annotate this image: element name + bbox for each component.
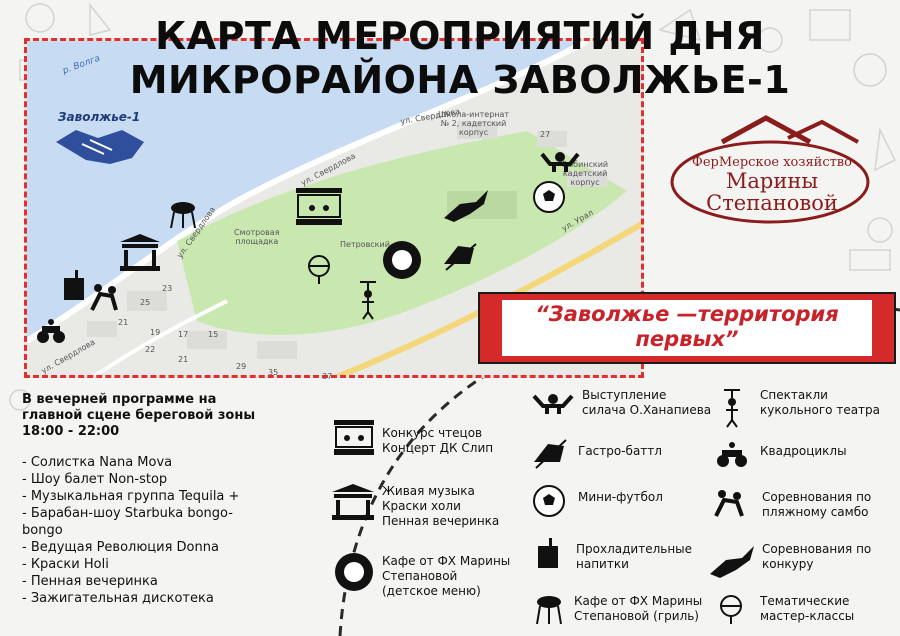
house-number: 22: [145, 345, 156, 354]
legend-strongman: Выступление силача О.Ханапиева: [582, 388, 712, 417]
legend-masterclass: Тематические мастер-классы: [760, 594, 855, 623]
house-number: 37: [322, 372, 333, 381]
cafe-plate-icon: [383, 241, 421, 279]
puppet-icon: [360, 281, 376, 320]
program-time: 18:00 - 22:00: [22, 424, 120, 439]
sambo-icon: [90, 284, 118, 311]
legend-stage-reading: Конкурс чтецов Концерт ДК Слип: [382, 426, 494, 455]
house-number: 27: [540, 130, 551, 139]
legend-cafe-kids: Кафе от ФХ Марины Степановой (детское ме…: [382, 554, 511, 598]
slogan-text: “Заволжье —территория первых”: [502, 300, 872, 356]
house-number: 21: [178, 355, 189, 364]
gastro-battle-icon: [444, 243, 477, 271]
horse-jump-icon: [710, 546, 754, 578]
legend-drinks: Прохладительные напитки: [576, 542, 693, 571]
list-item: - Краски Holi: [22, 557, 109, 572]
sambo-icon: [714, 490, 744, 517]
quad-icon: [717, 442, 747, 467]
house-number: 17: [178, 330, 189, 339]
house-number: 15: [208, 330, 219, 339]
stage-icon: [332, 484, 374, 520]
cafe-plate-icon: [335, 553, 373, 591]
house-number: 25: [140, 298, 151, 307]
house-number: 29: [236, 362, 247, 371]
stage-icon: [120, 234, 160, 271]
grill-icon: [170, 202, 196, 229]
list-item: - Шоу балет Non-stop: [22, 472, 168, 487]
evening-program: В вечерней программе на главной сцене бе…: [22, 392, 322, 607]
map-label-cadet-corps: Рыбинский кадетский корпус: [562, 160, 609, 187]
program-list: - Солистка Nana Mova - Шоу балет Non-sto…: [22, 454, 322, 607]
house-number: 21: [118, 318, 129, 327]
map-label-petrovsky: Петровский: [340, 240, 390, 249]
map-label-observation: Смотровая площадка: [234, 228, 280, 246]
drink-icon: [538, 538, 558, 568]
logo-line-2: Марины: [725, 169, 819, 193]
title-line-2: МИКРОРАЙОНА ЗАВОЛЖЬЕ-1: [129, 58, 791, 102]
horse-jump-icon: [444, 190, 488, 222]
gastro-battle-icon: [534, 439, 567, 469]
legend-football: Мини-футбол: [578, 490, 663, 504]
drink-icon: [64, 270, 84, 300]
legend-gastro: Гастро-баттл: [578, 444, 662, 458]
house-number: 23: [162, 284, 173, 293]
map-label-district: Заволжье-1: [58, 110, 141, 124]
list-item: - Барабан-шоу Starbuka bongo-: [22, 506, 233, 521]
map-label-school: Школа-интернат № 2, кадетский корпус: [438, 110, 510, 137]
strongman-icon: [540, 152, 580, 172]
house-number: 19: [150, 328, 161, 337]
logo-line-1: ФерМерское хозяйство: [692, 155, 852, 170]
house-number: 35: [268, 368, 279, 377]
legend-horse: Соревнования по конкуру: [762, 542, 872, 571]
legend-cafe-grill: Кафе от ФХ Марины Степановой (гриль): [574, 594, 703, 623]
legend-puppets: Спектакли кукольного театра: [760, 388, 881, 417]
legend-stage-live: Живая музыка Краски холи Пенная вечеринк…: [382, 484, 500, 528]
handshake-icon: [56, 130, 144, 164]
stage-icon: [334, 420, 374, 455]
program-heading: В вечерней программе на главной сцене бе…: [22, 392, 256, 423]
masterclass-icon: [720, 595, 742, 624]
masterclass-icon: [308, 255, 330, 284]
quad-icon: [37, 319, 65, 343]
football-icon: [533, 181, 565, 213]
title-line-1: КАРТА МЕРОПРИЯТИЙ ДНЯ: [155, 14, 765, 58]
logo-house-icon: [670, 115, 870, 224]
logo-line-3: Степановой: [706, 191, 838, 215]
football-icon: [533, 485, 565, 517]
list-item: - Ведущая Революция Donna: [22, 540, 219, 555]
list-item: - Солистка Nana Mova: [22, 455, 173, 470]
list-item: - Музыкальная группа Tequila +: [22, 489, 240, 504]
list-item: - Пенная вечеринка: [22, 574, 158, 589]
grill-icon: [536, 596, 562, 625]
list-item: - Зажигательная дискотека: [22, 591, 214, 606]
list-item: bongo: [22, 523, 63, 538]
page-title: КАРТА МЕРОПРИЯТИЙ ДНЯ МИКРОРАЙОНА ЗАВОЛЖ…: [100, 14, 820, 102]
stage-icon: [296, 188, 342, 225]
puppet-icon: [724, 389, 740, 428]
strongman-icon: [532, 394, 574, 414]
slogan-banner: “Заволжье —территория первых”: [478, 292, 896, 364]
farm-logo: ФерМерское хозяйство Марины Степановой: [662, 112, 882, 232]
legend-quads: Квадроциклы: [760, 444, 847, 458]
legend-sambo: Соревнования по пляжному самбо: [762, 490, 872, 519]
